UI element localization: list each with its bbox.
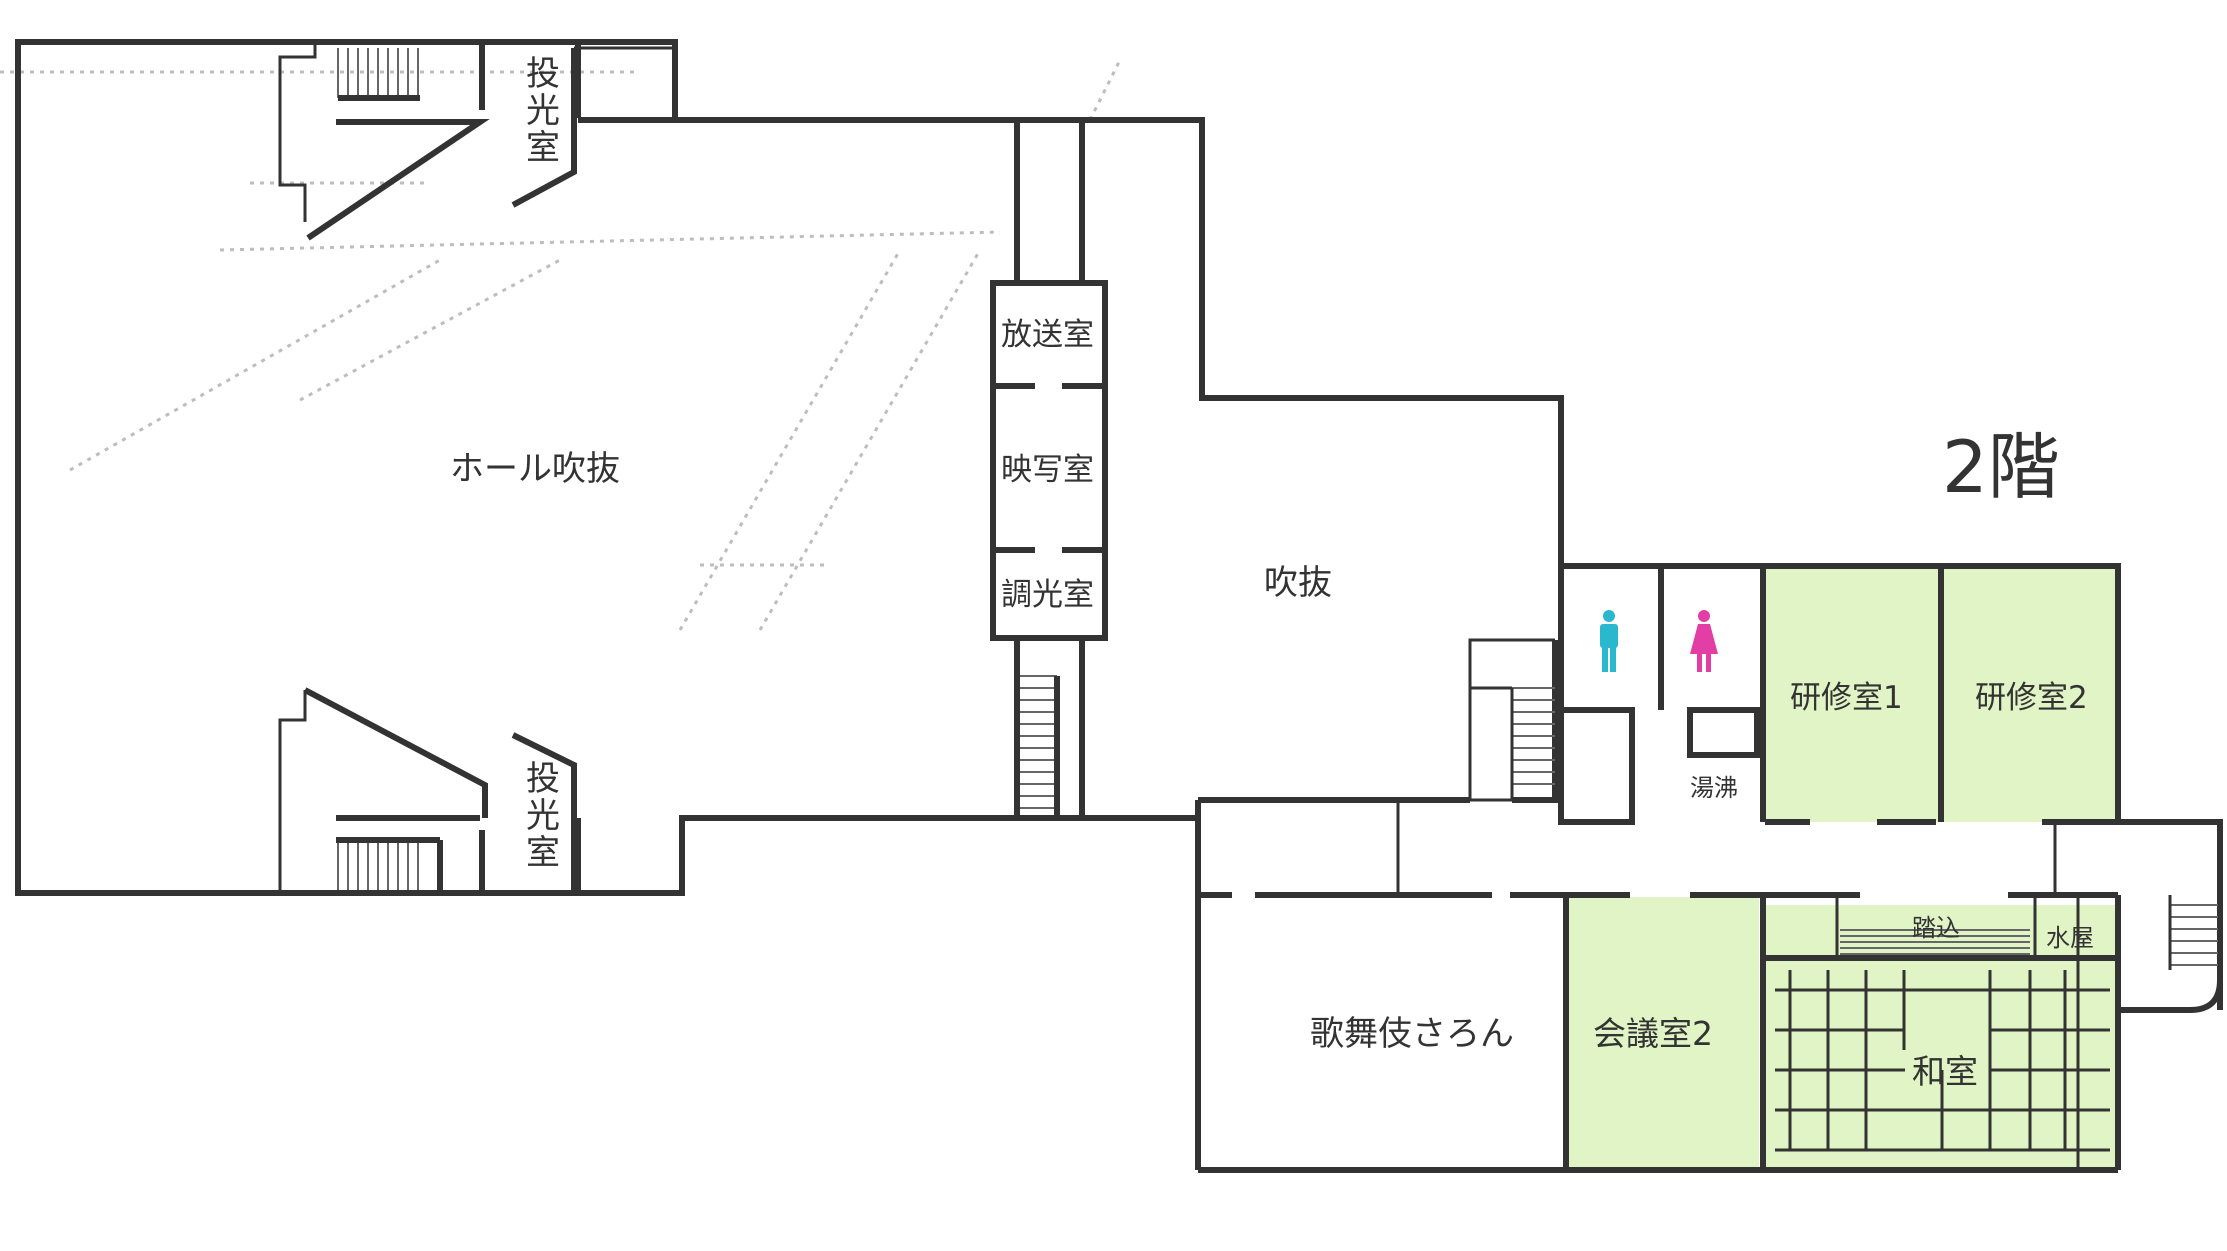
projection-room-bottom-char3: 室 (526, 833, 560, 873)
mens-restroom-icon (1600, 610, 1618, 672)
water-room-label: 水屋 (2046, 924, 2094, 952)
step-in-label: 踏込 (1912, 914, 1960, 942)
projection-room-bottom-char1: 投 (526, 759, 560, 799)
faint-traces (0, 59, 1122, 631)
floor-label: 2階 (1942, 425, 2060, 509)
room-labels: 2階 投 光 室 投 光 室 ホール吹抜 放送室 映写室 調光室 吹抜 研修室1… (450, 54, 2094, 1091)
japanese-room-label: 和室 (1912, 1052, 1978, 1091)
kettle-room-label: 湯沸 (1690, 774, 1738, 802)
womens-restroom-icon (1690, 610, 1718, 672)
kabuki-salon-label: 歌舞伎さろん (1310, 1014, 1514, 1054)
training-room-1-label: 研修室1 (1790, 680, 1903, 716)
projection-room-top-char1: 投 (526, 54, 560, 94)
projection-room-top-char3: 室 (526, 128, 560, 168)
projector-room-label: 映写室 (1001, 452, 1094, 488)
dimmer-room-label: 調光室 (1001, 577, 1094, 613)
walls (15, 39, 2223, 1173)
training-room-2-label: 研修室2 (1975, 680, 2088, 716)
broadcast-room-label: 放送室 (1001, 317, 1094, 353)
void-label: 吹抜 (1264, 563, 1332, 603)
hall-void-label: ホール吹抜 (450, 449, 620, 489)
projection-room-top-char2: 光 (526, 91, 560, 131)
room-fills (1566, 566, 2120, 1170)
projection-room-bottom-char2: 光 (526, 796, 560, 836)
meeting-room-2-label: 会議室2 (1593, 1014, 1713, 1053)
